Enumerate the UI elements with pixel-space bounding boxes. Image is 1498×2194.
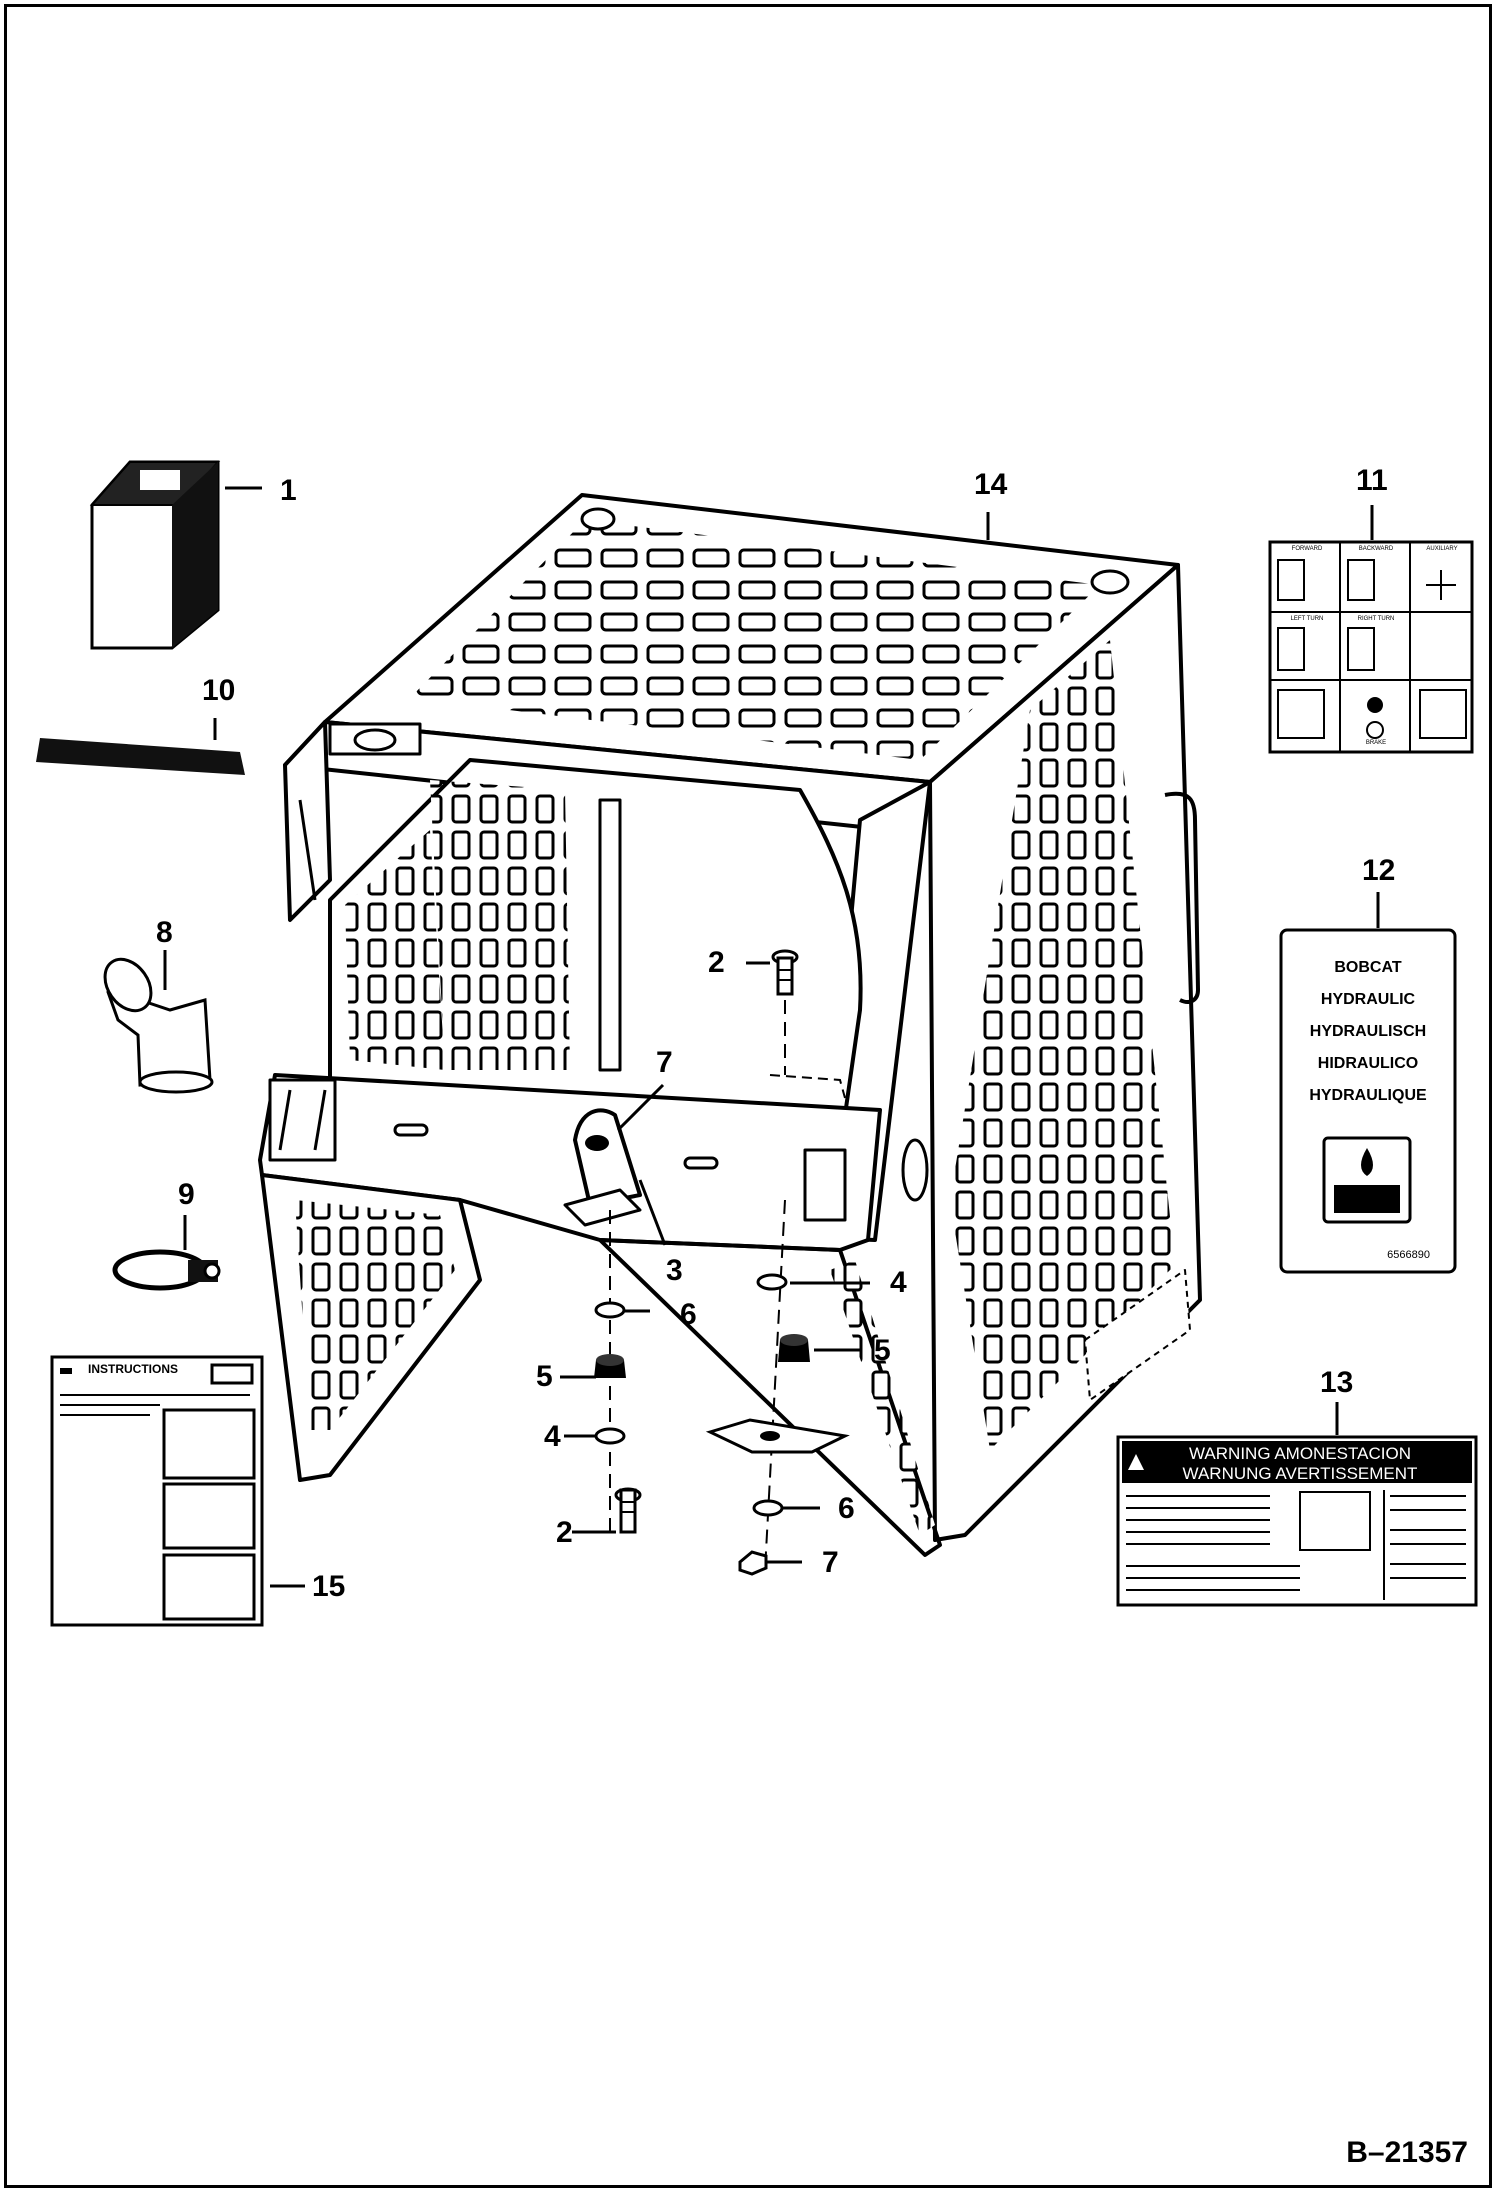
callout-6-left: 6: [680, 1298, 697, 1331]
callout-9: 9: [178, 1178, 195, 1211]
callout-4-right: 4: [890, 1266, 907, 1299]
callout-8: 8: [156, 916, 173, 949]
callout-11: 11: [1356, 464, 1388, 497]
item-12-hydraulic-decal: BOBCAT HYDRAULIC HYDRAULISCH HIDRAULICO …: [1279, 892, 1457, 1274]
decal11-label-right-turn: RIGHT TURN: [1357, 616, 1395, 622]
figure-id: B–21357: [1346, 2136, 1468, 2169]
callout-2-upper: 2: [708, 946, 725, 979]
item-15-instruction-decal: [50, 1355, 305, 1627]
warning-header-line-1: WARNING AMONESTACION: [1189, 1444, 1411, 1463]
callout-leaders: [560, 961, 870, 1564]
decal12-line-2: HYDRAULIC: [1321, 991, 1416, 1008]
callout-12: 12: [1362, 854, 1396, 887]
decal11-label-backward: BACKWARD: [1358, 546, 1394, 552]
callout-15: 15: [312, 1570, 346, 1603]
decal12-line-5: HYDRAULIQUE: [1309, 1087, 1427, 1104]
warning-header-line-2: WARNUNG AVERTISSEMENT: [1183, 1464, 1418, 1483]
item-13-warning-decal: WARNING AMONESTACION WARNUNG AVERTISSEME…: [1116, 1402, 1478, 1607]
instruction-decal-title: INSTRUCTIONS: [88, 1362, 178, 1376]
callout-2-lower: 2: [556, 1516, 573, 1549]
callout-5-right: 5: [874, 1334, 891, 1367]
hardware-left-stack: [594, 1210, 642, 1540]
callout-4-left: 4: [544, 1420, 561, 1453]
decal11-label-auxiliary: AUXILIARY: [1426, 546, 1458, 552]
decal12-line-1: BOBCAT: [1334, 959, 1401, 976]
decal11-label-forward: FORWARD: [1291, 546, 1323, 552]
decal12-line-3: HYDRAULISCH: [1310, 1023, 1426, 1040]
callout-13: 13: [1320, 1366, 1354, 1399]
page-frame: [4, 4, 1492, 2188]
item-10-seal-strip: [36, 718, 245, 775]
callout-7-upper: 7: [656, 1046, 673, 1079]
decal11-label-left-turn: LEFT TURN: [1290, 616, 1324, 622]
decal12-line-4: HIDRAULICO: [1318, 1055, 1418, 1072]
item-1-filter-box: [89, 460, 262, 650]
callout-3: 3: [666, 1254, 683, 1287]
item-8-elbow: [103, 950, 214, 1094]
callout-6-right: 6: [838, 1492, 855, 1525]
item-11-control-decal: [1268, 505, 1474, 754]
callout-14: 14: [974, 468, 1008, 501]
callout-1: 1: [280, 474, 297, 507]
hardware-right-stack: [705, 949, 850, 1576]
decal11-label-brake: BRAKE: [1365, 740, 1387, 746]
callout-7-lower: 7: [822, 1546, 839, 1579]
callout-10: 10: [202, 674, 236, 707]
item-14-rops-cab: [258, 493, 1202, 1557]
callout-5-left: 5: [536, 1360, 553, 1393]
decal12-part-number: 6566890: [1387, 1249, 1430, 1261]
item-9-hose-clamp: [112, 1215, 221, 1291]
